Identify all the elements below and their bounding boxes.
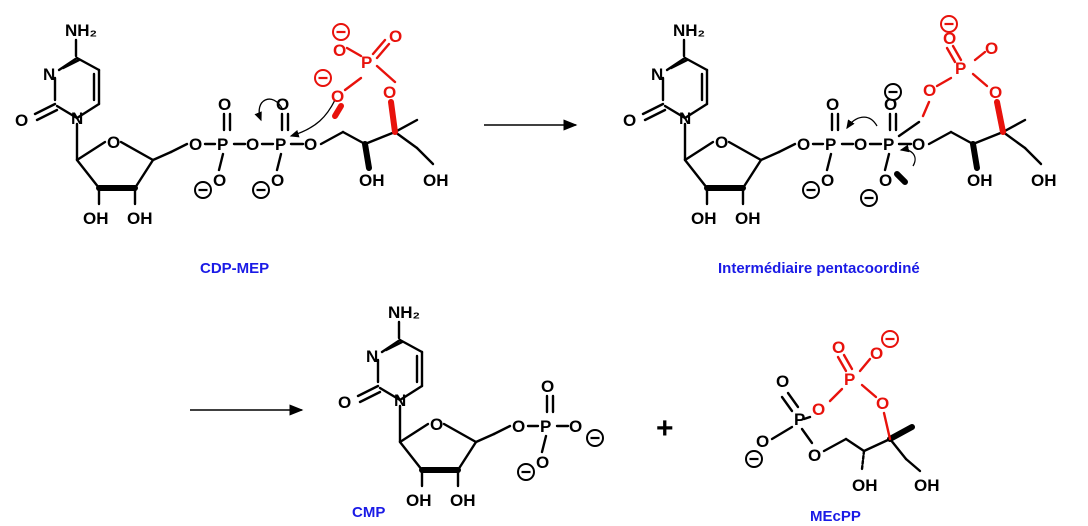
chain-o-3: O — [304, 135, 317, 154]
phosphorus-2: P — [883, 135, 894, 154]
p-o-minus-1: O — [569, 417, 582, 436]
mep-oh-2: OH — [423, 171, 449, 190]
mep-o-ester: O — [383, 83, 396, 102]
ribose-o-label: O — [107, 133, 120, 152]
p2-o-minus: O — [271, 171, 284, 190]
ring-o-ester: O — [808, 446, 821, 465]
ribose-oh-2: OH — [691, 209, 717, 228]
ring-n3-label: N — [43, 65, 55, 84]
black-phosphorus: P — [794, 410, 805, 429]
plus-sign: + — [656, 412, 674, 445]
p1-oxo: O — [218, 95, 231, 114]
chain-o-1: O — [797, 135, 810, 154]
chain-o-1: O — [189, 135, 202, 154]
intermediate-molecule: NH₂ N N O O OH OH O P O O O P O O O — [623, 14, 1057, 228]
p1-oxo: O — [826, 95, 839, 114]
ring-n1-label: N — [394, 391, 406, 410]
black-p-oxo: O — [776, 372, 789, 391]
phosphorus-1: P — [825, 135, 836, 154]
mep-oh-2: OH — [1031, 171, 1057, 190]
chain-o-2: O — [854, 135, 867, 154]
red-p-oxo: O — [832, 338, 845, 357]
cmp-molecule: NH₂ N N O O OH OH O P O O O — [338, 303, 605, 510]
chain-o-2: O — [246, 135, 259, 154]
red-o-bridge: O — [812, 400, 825, 419]
mecpp-oh-2: OH — [914, 476, 940, 495]
ribose-oh-3: OH — [450, 491, 476, 510]
amine-label: NH₂ — [673, 21, 705, 40]
mep-p-oxo-2: O — [985, 39, 998, 58]
red-o-ester: O — [876, 394, 889, 413]
p1-o-minus: O — [213, 171, 226, 190]
amine-label: NH₂ — [65, 21, 97, 40]
cmp-label: CMP — [352, 504, 385, 521]
mep-o-ester: O — [989, 83, 1002, 102]
mep-p-o-bridge: O — [923, 81, 936, 100]
p2-o-minus: O — [879, 171, 892, 190]
mep-oh-1: OH — [967, 171, 993, 190]
ring-n3-label: N — [366, 347, 378, 366]
black-p-o-minus: O — [756, 432, 769, 451]
mecpp-label: MEcPP — [810, 508, 861, 525]
ribose-oh-2: OH — [83, 209, 109, 228]
ring-n1-label: N — [679, 109, 691, 128]
ring-n1-label: N — [71, 109, 83, 128]
red-p-o-minus: O — [870, 344, 883, 363]
cdp-mep-label: CDP-MEP — [200, 260, 269, 277]
ring-n3-label: N — [651, 65, 663, 84]
mep-p-o-1: O — [333, 41, 346, 60]
mep-phosphorus: P — [955, 59, 966, 78]
phosphorus-1: P — [217, 135, 228, 154]
mep-p-oxo: O — [943, 29, 956, 48]
p2-oxo: O — [276, 95, 289, 114]
mep-phosphorus: P — [361, 53, 372, 72]
carbonyl-o-label: O — [623, 111, 636, 130]
mecpp-oh-1: OH — [852, 476, 878, 495]
mep-oh-1: OH — [359, 171, 385, 190]
intermediate-label: Intermédiaire pentacoordiné — [718, 260, 920, 277]
red-phosphorus: P — [844, 370, 855, 389]
mep-p-oxo: O — [389, 27, 402, 46]
p-o-minus-2: O — [536, 453, 549, 472]
p-oxo: O — [541, 377, 554, 396]
phosphorus-2: P — [275, 135, 286, 154]
amine-label: NH₂ — [388, 303, 420, 322]
carbonyl-o-label: O — [15, 111, 28, 130]
p1-o-minus: O — [821, 171, 834, 190]
mep-p-o-2: O — [331, 87, 344, 106]
ribose-oh-2: OH — [406, 491, 432, 510]
ribose-o-label: O — [715, 133, 728, 152]
chain-o-3: O — [912, 135, 925, 154]
chain-o-1: O — [512, 417, 525, 436]
ribose-oh-3: OH — [735, 209, 761, 228]
phosphorus: P — [540, 417, 551, 436]
cdp-mep-molecule: NH₂ N N O O OH OH O P O O O P O O O — [15, 21, 449, 228]
ribose-o-label: O — [430, 415, 443, 434]
ribose-oh-3: OH — [127, 209, 153, 228]
mecpp-molecule: O P O O OH OH O P O O O — [744, 329, 940, 495]
carbonyl-o-label: O — [338, 393, 351, 412]
